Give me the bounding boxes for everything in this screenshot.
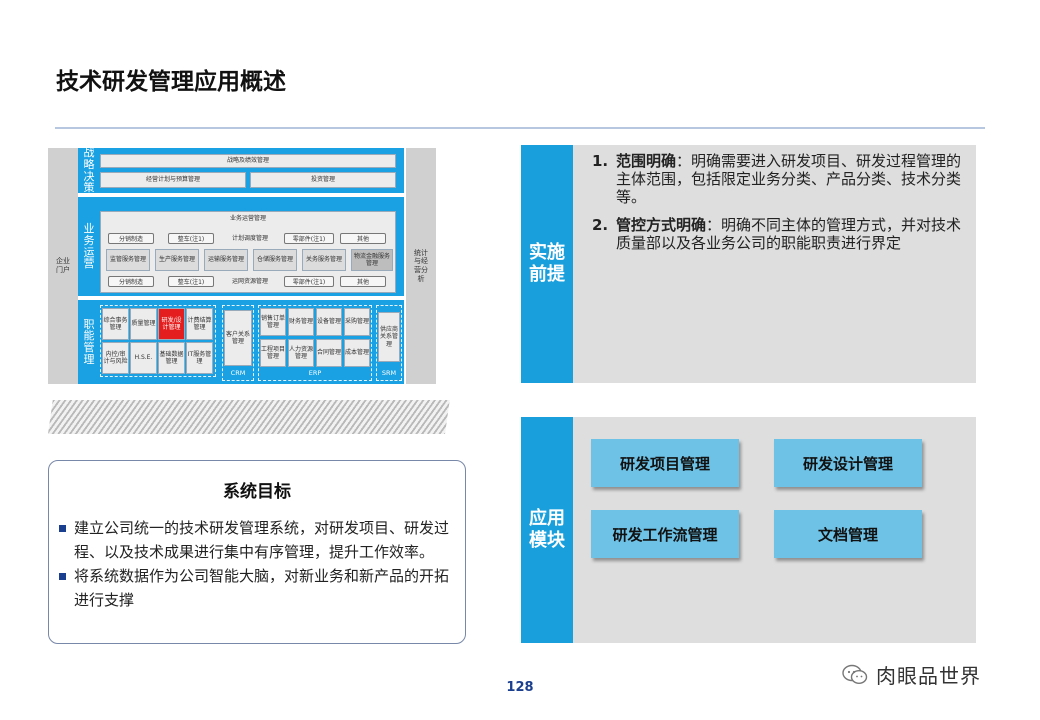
erp-cost: 成本管理 xyxy=(344,339,370,367)
erp-equipment: 设备管理 xyxy=(316,308,342,336)
ops-r3-network: 运网资源管理 xyxy=(231,277,268,285)
func-hse: H.S.E. xyxy=(130,342,157,374)
wechat-icon xyxy=(842,664,868,684)
title-divider xyxy=(55,127,985,129)
func-it-service: IT服务管理 xyxy=(186,342,213,374)
portal-column: 企业门户 xyxy=(48,148,78,384)
module-rd-project[interactable]: 研发项目管理 xyxy=(591,439,739,487)
premise-item-text: ：明确需要进入研发项目、研发过程管理的主体范围，包括限定业务分类、产品分类、技术… xyxy=(616,152,962,206)
decorative-hatch-bar xyxy=(48,400,450,434)
system-goal-item: 将系统数据作为公司智能大脑，对新业务和新产品的开拓进行支撑 xyxy=(57,564,462,612)
system-goal-title: 系统目标 xyxy=(223,482,291,502)
ops-r3-distribution: 分销制造 xyxy=(108,276,154,287)
srm-label: SRM xyxy=(381,369,397,377)
strategy-performance-box: 战略及绩效管理 xyxy=(100,154,396,168)
erp-finance: 财务管理 xyxy=(288,308,314,336)
premise-item: 2. 管控方式明确：明确不同主体的管理方式，并对技术质量部以及各业务公司的职能职责… xyxy=(590,216,972,252)
erp-hr: 人力资源管理 xyxy=(288,339,314,367)
erp-sales-order: 销售订单管理 xyxy=(260,308,286,336)
erp-label: ERP xyxy=(308,369,322,377)
plan-budget-box: 经营计划与预算管理 xyxy=(100,172,246,188)
system-goal-item: 建立公司统一的技术研发管理系统，对研发项目、研发过程、以及技术成果进行集中有序管… xyxy=(57,516,462,564)
watermark: 肉眼品世界 xyxy=(842,660,981,689)
watermark-text: 肉眼品世界 xyxy=(876,664,981,688)
erp-engineering: 工程项目管理 xyxy=(260,339,286,367)
premise-list: 1. 范围明确：明确需要进入研发项目、研发过程管理的主体范围，包括限定业务分类、产… xyxy=(590,152,972,262)
ops-r2-supervision: 监管服务管理 xyxy=(106,249,150,271)
functions-band: 职能管理 综合事务管理 质量管理 研发/设计管理 计费结算管理 内控/审计与风险… xyxy=(78,300,404,384)
erp-contract: 合同管理 xyxy=(316,339,342,367)
srm-box: 供应商关系管理 xyxy=(378,312,400,362)
architecture-diagram: 企业门户 统计与经营分析 战略决策 战略及绩效管理 经营计划与预算管理 投资管理… xyxy=(48,146,436,384)
page-title: 技术研发管理应用概述 xyxy=(56,69,286,95)
operations-band: 业务运营 业务运营管理 分销制造 整车(注1) 计划调度管理 零部件(注1) 其… xyxy=(78,197,404,296)
ops-r2-warehouse: 仓储服务管理 xyxy=(253,249,297,271)
func-quality: 质量管理 xyxy=(130,308,157,340)
ops-r1-scheduling: 计划调度管理 xyxy=(231,234,268,242)
ops-r3-parts: 零部件(注1) xyxy=(284,276,334,287)
ops-r3-other: 其他 xyxy=(340,276,386,287)
premise-item-number: 1. xyxy=(592,152,609,170)
premise-panel xyxy=(573,145,976,383)
premise-item: 1. 范围明确：明确需要进入研发项目、研发过程管理的主体范围，包括限定业务分类、产… xyxy=(590,152,972,206)
page-number: 128 xyxy=(506,680,534,695)
ops-r2-customs: 关务服务管理 xyxy=(302,249,346,271)
func-rd-design: 研发/设计管理 xyxy=(158,308,185,340)
crm-label: CRM xyxy=(230,369,246,377)
func-audit-risk: 内控/审计与风险 xyxy=(102,342,129,374)
crm-group xyxy=(222,305,254,381)
modules-tag-text: 应用模块 xyxy=(529,507,565,552)
crm-box: 客户关系管理 xyxy=(224,310,252,366)
operations-band-label: 业务运营 xyxy=(83,222,95,271)
ops-r2-production: 生产服务管理 xyxy=(155,249,199,271)
ops-r1-vehicle: 整车(注1) xyxy=(168,233,214,244)
strategy-band: 战略决策 战略及绩效管理 经营计划与预算管理 投资管理 xyxy=(78,146,404,195)
premise-tag: 实施前提 xyxy=(521,145,573,383)
system-goal-list: 建立公司统一的技术研发管理系统，对研发项目、研发过程、以及技术成果进行集中有序管… xyxy=(57,516,462,612)
modules-tag: 应用模块 xyxy=(521,417,573,643)
ops-r3-vehicle: 整车(注1) xyxy=(168,276,214,287)
erp-purchasing: 采购管理 xyxy=(344,308,370,336)
erp-group xyxy=(258,305,372,381)
analytics-label: 统计与经营分析 xyxy=(414,248,428,283)
module-document[interactable]: 文档管理 xyxy=(774,510,922,558)
portal-label: 企业门户 xyxy=(56,257,70,274)
ops-r1-distribution: 分销制造 xyxy=(108,233,154,244)
ops-management-title: 业务运营管理 xyxy=(229,215,266,222)
strategy-band-label: 战略决策 xyxy=(83,146,95,195)
module-rd-workflow[interactable]: 研发工作流管理 xyxy=(591,510,739,558)
func-master-data: 基础数据管理 xyxy=(158,342,185,374)
premise-item-text: ：明确不同主体的管理方式，并对技术质量部以及各业务公司的职能职责进行界定 xyxy=(616,216,962,252)
module-rd-design[interactable]: 研发设计管理 xyxy=(774,439,922,487)
system-goal-box: 系统目标 建立公司统一的技术研发管理系统，对研发项目、研发过程、以及技术成果进行… xyxy=(48,460,466,644)
ops-r1-other: 其他 xyxy=(340,233,386,244)
premise-tag-text: 实施前提 xyxy=(529,241,565,286)
investment-box: 投资管理 xyxy=(250,172,396,188)
func-general-affairs: 综合事务管理 xyxy=(102,308,129,340)
func-billing: 计费结算管理 xyxy=(186,308,213,340)
premise-item-term: 范围明确 xyxy=(616,152,677,170)
ops-r2-logistics-finance: 物流金融服务管理 xyxy=(351,249,393,271)
ops-r1-parts: 零部件(注1) xyxy=(284,233,334,244)
function-grid-group xyxy=(100,305,216,377)
ops-r2-transport: 运输服务管理 xyxy=(204,249,248,271)
functions-band-label: 职能管理 xyxy=(83,317,95,366)
analytics-column: 统计与经营分析 xyxy=(406,148,436,384)
premise-item-term: 管控方式明确 xyxy=(616,216,707,234)
srm-group xyxy=(376,305,402,381)
premise-item-number: 2. xyxy=(592,216,609,234)
